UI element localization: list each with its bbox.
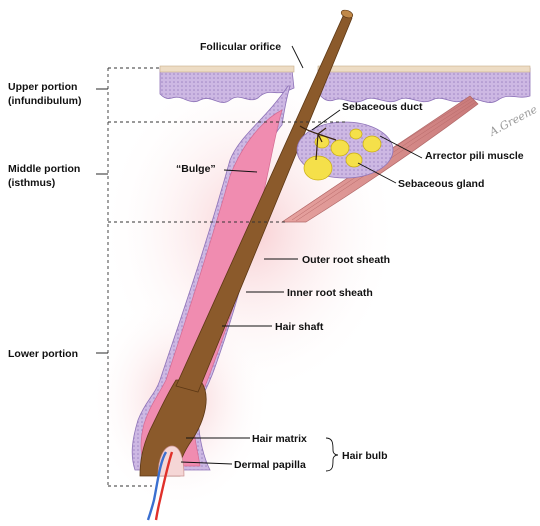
label-upper-portion-sub: (infundibulum) [8, 95, 81, 107]
label-sebaceous-gland: Sebaceous gland [398, 178, 484, 190]
label-hair-bulb: Hair bulb [342, 450, 388, 462]
leader-lines [96, 45, 423, 472]
stratum-corneum-left [159, 65, 295, 73]
label-middle-portion: Middle portion [8, 163, 80, 175]
sebaceous-duct-shape [299, 125, 337, 161]
epidermis-left [159, 67, 295, 103]
label-hair-shaft: Hair shaft [275, 321, 324, 333]
artery-vessel [154, 451, 174, 521]
label-bulge: “Bulge” [176, 163, 216, 175]
hair-tip [340, 9, 354, 19]
label-lower-portion: Lower portion [8, 348, 78, 360]
sebaceous-gland [296, 121, 394, 181]
label-sebaceous-duct: Sebaceous duct [342, 101, 423, 113]
label-middle-portion-sub: (isthmus) [8, 177, 55, 189]
label-follicular-orifice: Follicular orifice [200, 41, 281, 53]
label-upper-portion: Upper portion [8, 81, 77, 93]
label-hair-matrix: Hair matrix [252, 433, 307, 445]
label-arrector-pili-muscle: Arrector pili muscle [425, 150, 524, 162]
stratum-corneum-right [317, 65, 531, 73]
region-guides [107, 67, 345, 487]
vein-vessel [146, 451, 168, 521]
label-outer-root-sheath: Outer root sheath [302, 254, 390, 266]
label-dermal-papilla: Dermal papilla [234, 459, 306, 471]
epidermis-right [317, 67, 531, 103]
label-inner-root-sheath: Inner root sheath [287, 287, 373, 299]
artist-signature: A.Greene [486, 102, 539, 139]
